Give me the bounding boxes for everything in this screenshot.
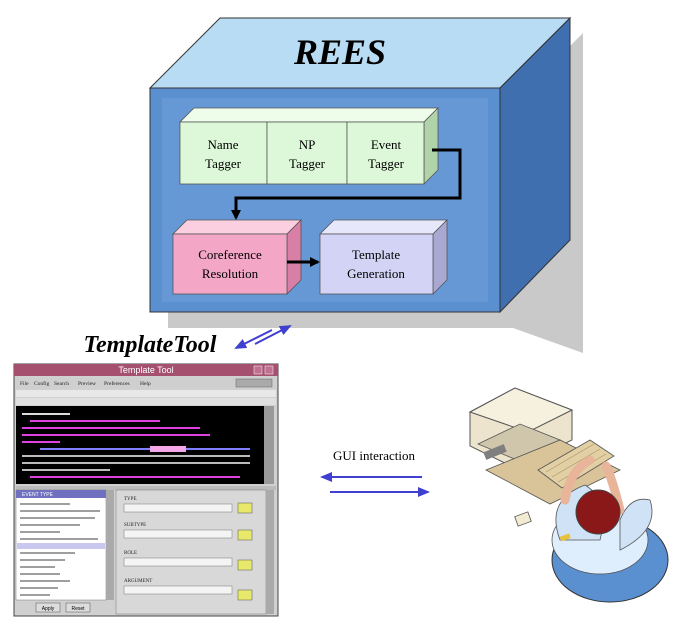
template-gen-label-1: Template xyxy=(352,247,400,262)
menu-preferences[interactable]: Preferences xyxy=(104,380,130,387)
field-label-role: ROLE xyxy=(124,551,137,556)
np-tagger-label-2: Tagger xyxy=(289,156,326,171)
event-list-items xyxy=(17,503,105,596)
templatetool-window: Template Tool File Config Search Preview… xyxy=(13,363,279,617)
apply-button[interactable] xyxy=(35,602,61,613)
coreference-box: Coreference Resolution xyxy=(172,219,302,295)
field-label-argument: ARGUMENT xyxy=(124,579,152,584)
name-tagger-label-1: Name xyxy=(207,137,238,152)
menu-file[interactable]: File xyxy=(20,381,29,387)
flow-arrow-tagger-to-coref xyxy=(231,148,462,220)
window-menu-bar: File Config Search Preview Preferences H… xyxy=(20,380,151,387)
field-button-type[interactable] xyxy=(237,502,253,514)
np-tagger-label-1: NP xyxy=(299,137,316,152)
menu-search[interactable]: Search xyxy=(54,381,69,387)
reset-button-label: Reset xyxy=(71,606,85,612)
blue-arrow-to-tool xyxy=(234,329,273,349)
event-list-header: EVENT TYPE xyxy=(22,492,54,498)
document-text-lines xyxy=(22,413,250,478)
field-input-type[interactable] xyxy=(123,503,233,513)
apply-button-label: Apply xyxy=(42,606,55,612)
field-label-type: TYPE xyxy=(124,497,137,502)
field-input-subtype[interactable] xyxy=(123,529,233,539)
np-tagger-box: NP Tagger xyxy=(266,121,348,185)
rees-outer-box: REES xyxy=(148,16,583,353)
event-tagger-box: Event Tagger xyxy=(346,121,425,185)
document-text-pane[interactable] xyxy=(16,406,264,484)
template-form-fields: TYPE SUBTYPE ROLE ARGUMENT xyxy=(123,497,253,601)
tagger-group: Name Tagger NP Tagger Event Tagger xyxy=(179,107,439,185)
menu-help[interactable]: Help xyxy=(140,381,151,387)
field-input-role[interactable] xyxy=(123,557,233,567)
field-button-argument[interactable] xyxy=(237,589,253,601)
field-input-argument[interactable] xyxy=(123,585,233,595)
template-gen-label-2: Generation xyxy=(347,266,405,281)
coreference-label-1: Coreference xyxy=(198,247,262,262)
menu-preview[interactable]: Preview xyxy=(78,381,96,387)
field-label-subtype: SUBTYPE xyxy=(124,523,146,528)
rees-title: REES xyxy=(293,32,386,72)
reset-button[interactable] xyxy=(65,602,91,613)
blue-arrow-to-rees xyxy=(254,325,292,345)
user-head xyxy=(575,489,621,535)
field-button-role[interactable] xyxy=(237,559,253,571)
template-generation-box: Template Generation xyxy=(319,219,448,295)
coreference-label-2: Resolution xyxy=(202,266,259,281)
field-button-subtype[interactable] xyxy=(237,529,253,541)
window-minimize-button[interactable] xyxy=(253,365,263,375)
mouse-icon xyxy=(514,511,532,527)
gui-interaction-label: GUI interaction xyxy=(333,448,415,463)
user-at-computer-illustration xyxy=(468,387,669,603)
event-tagger-label-1: Event xyxy=(371,137,402,152)
name-tagger-label-2: Tagger xyxy=(205,156,242,171)
window-title: Template Tool xyxy=(118,365,173,375)
name-tagger-box: Name Tagger xyxy=(179,121,268,185)
menu-config[interactable]: Config xyxy=(34,380,50,387)
event-tagger-label-2: Tagger xyxy=(368,156,405,171)
window-close-button[interactable] xyxy=(264,365,274,375)
templatetool-label: TemplateTool xyxy=(84,332,217,358)
